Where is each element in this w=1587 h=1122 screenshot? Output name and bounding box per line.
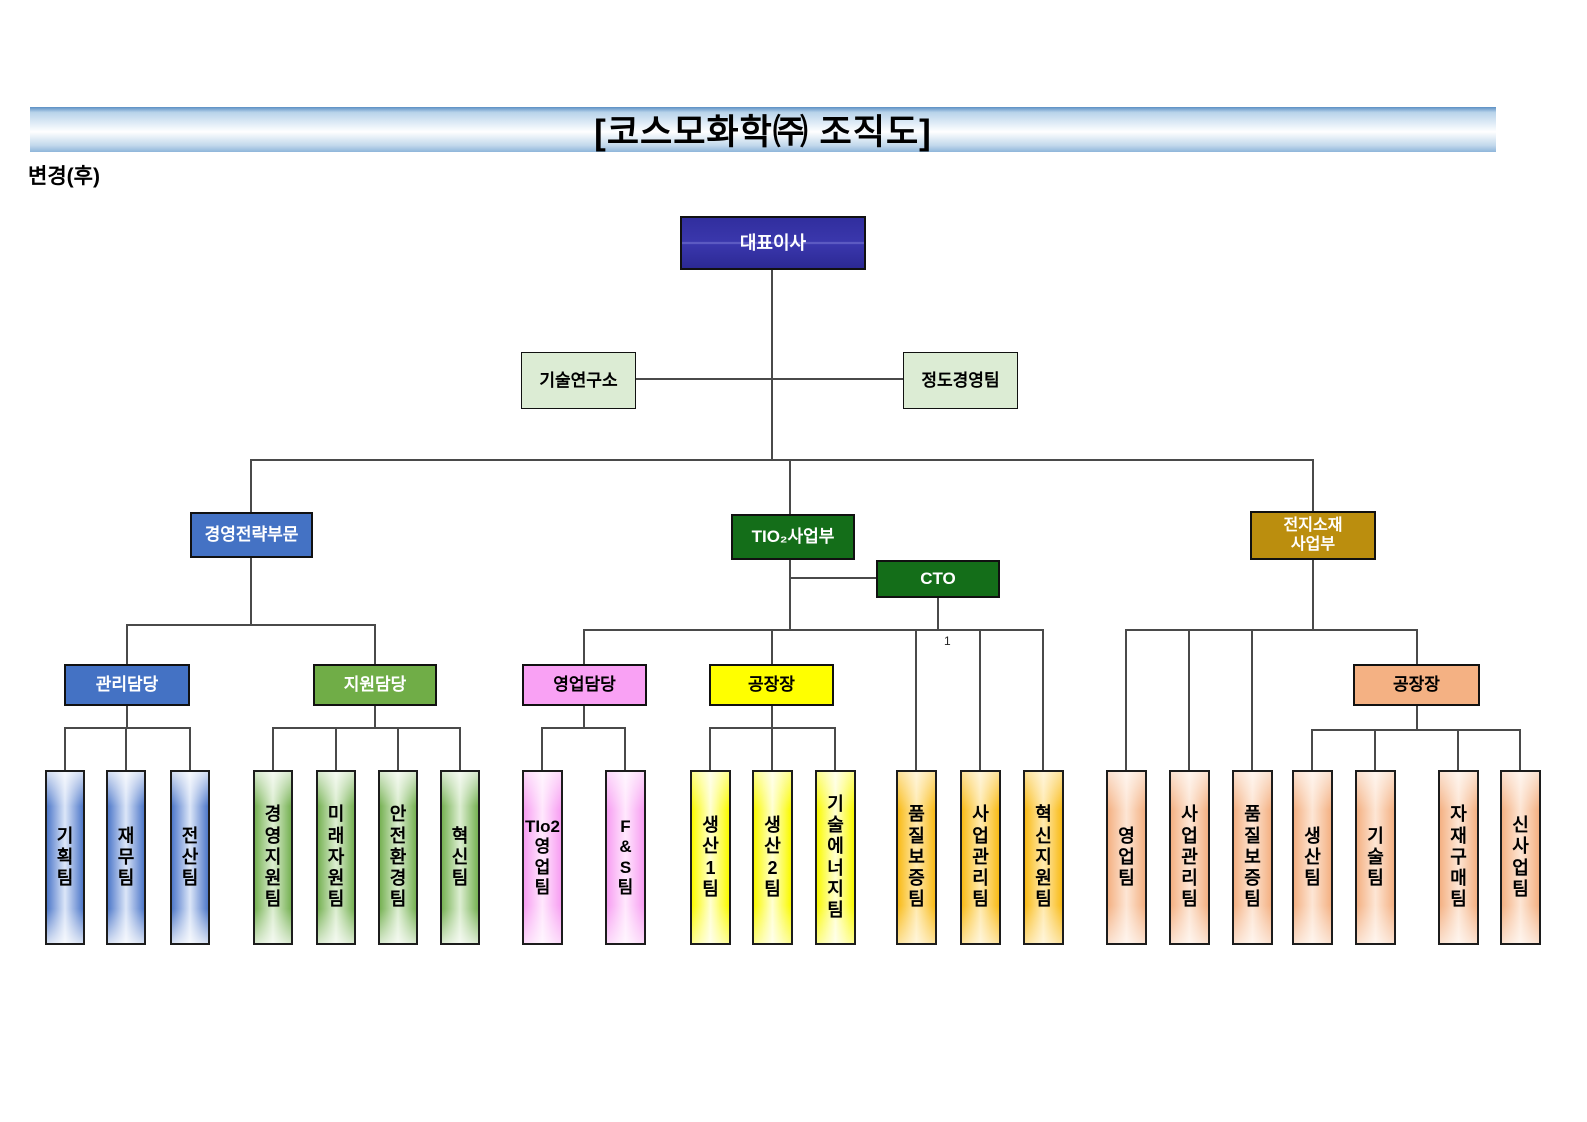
connector-line bbox=[1251, 629, 1253, 770]
team-battery-business-mgmt: 사 업 관 리 팀 bbox=[1169, 770, 1210, 945]
connector-line bbox=[126, 624, 128, 664]
connector-line bbox=[1374, 729, 1376, 770]
connector-line bbox=[583, 629, 585, 664]
team-battery-sales: 영 업 팀 bbox=[1106, 770, 1147, 945]
team-battery-quality: 품 질 보 증 팀 bbox=[1232, 770, 1273, 945]
connector-line bbox=[636, 378, 903, 380]
team-f-and-s: F & S 팀 bbox=[605, 770, 646, 945]
team-tech-energy: 기 술 에 너 지 팀 bbox=[815, 770, 856, 945]
node-integrity-mgmt-team: 정도경영팀 bbox=[903, 352, 1018, 409]
connector-line bbox=[771, 727, 773, 770]
connector-line bbox=[1311, 729, 1313, 770]
connector-line bbox=[250, 558, 252, 625]
connector-line bbox=[583, 629, 1044, 631]
connector-line bbox=[1125, 629, 1127, 770]
connector-line bbox=[979, 629, 981, 770]
team-business-mgmt: 사 업 관 리 팀 bbox=[960, 770, 1001, 945]
connector-line bbox=[789, 560, 791, 630]
team-production-1: 생 산 1 팀 bbox=[690, 770, 731, 945]
connector-line bbox=[1042, 629, 1044, 770]
connector-line bbox=[125, 727, 127, 770]
connector-line bbox=[459, 727, 461, 770]
node-tech-research-center: 기술연구소 bbox=[521, 352, 636, 409]
node-tio2-division: TIO₂사업부 bbox=[731, 514, 855, 560]
connector-line bbox=[374, 624, 376, 664]
connector-line bbox=[397, 727, 399, 770]
connector-line bbox=[1125, 629, 1418, 631]
connector-line bbox=[1311, 729, 1521, 731]
connector-line bbox=[126, 624, 376, 626]
node-support-head: 지원담당 bbox=[313, 664, 437, 706]
team-battery-production: 생 산 팀 bbox=[1292, 770, 1333, 945]
page-title: [코스모화학㈜ 조직도] bbox=[594, 113, 932, 152]
team-innovation: 혁 신 팀 bbox=[440, 770, 480, 945]
connector-line bbox=[771, 270, 773, 460]
connector-line bbox=[834, 727, 836, 770]
connector-line bbox=[789, 459, 791, 514]
connector-line bbox=[915, 629, 917, 770]
connector-line bbox=[1312, 459, 1314, 512]
team-quality-assurance: 품 질 보 증 팀 bbox=[896, 770, 937, 945]
team-planning: 기 획 팀 bbox=[45, 770, 85, 945]
connector-line bbox=[335, 727, 337, 770]
team-it: 전 산 팀 bbox=[170, 770, 210, 945]
node-admin-head: 관리담당 bbox=[64, 664, 190, 706]
team-materials-purchasing: 자 재 구 매 팀 bbox=[1438, 770, 1479, 945]
team-production-2: 생 산 2 팀 bbox=[752, 770, 793, 945]
connector-line bbox=[1312, 560, 1314, 630]
team-new-business: 신 사 업 팀 bbox=[1500, 770, 1541, 945]
team-future-resources: 미 래 자 원 팀 bbox=[316, 770, 356, 945]
connector-line bbox=[64, 727, 191, 729]
connector-line bbox=[624, 727, 626, 770]
team-innovation-support: 혁 신 지 원 팀 bbox=[1023, 770, 1064, 945]
connector-line bbox=[374, 706, 376, 728]
title-banner: [코스모화학㈜ 조직도] bbox=[30, 107, 1496, 152]
node-tio2-plant-manager: 공장장 bbox=[709, 664, 834, 706]
connector-line bbox=[1188, 629, 1190, 770]
team-finance: 재 무 팀 bbox=[106, 770, 146, 945]
connector-line bbox=[1519, 729, 1521, 770]
team-battery-tech: 기 술 팀 bbox=[1355, 770, 1396, 945]
connector-line bbox=[1457, 729, 1459, 770]
node-cto: CTO bbox=[876, 560, 1000, 598]
connector-line bbox=[189, 727, 191, 770]
node-battery-plant-manager: 공장장 bbox=[1353, 664, 1480, 706]
connector-line bbox=[771, 706, 773, 728]
team-tio2-sales: TIo2 영 업 팀 bbox=[522, 770, 563, 945]
revision-label: 변경(후) bbox=[28, 165, 100, 188]
connector-line bbox=[583, 706, 585, 728]
connector-line bbox=[250, 459, 252, 512]
connector-line bbox=[1416, 706, 1418, 730]
connector-line bbox=[541, 727, 626, 729]
connector-line bbox=[272, 727, 461, 729]
node-battery-division: 전지소재 사업부 bbox=[1250, 511, 1376, 560]
connector-line bbox=[250, 459, 1314, 461]
connector-line bbox=[541, 727, 543, 770]
connector-line bbox=[771, 629, 773, 664]
team-mgmt-support: 경 영 지 원 팀 bbox=[253, 770, 293, 945]
connector-line bbox=[709, 727, 711, 770]
connector-line bbox=[937, 597, 939, 630]
connector-line bbox=[272, 727, 274, 770]
team-safety-environment: 안 전 환 경 팀 bbox=[378, 770, 418, 945]
node-sales-head: 영업담당 bbox=[522, 664, 647, 706]
connector-line bbox=[126, 706, 128, 728]
connector-line bbox=[1416, 629, 1418, 664]
node-strategy-division: 경영전략부문 bbox=[190, 512, 313, 558]
connector-line bbox=[789, 577, 876, 579]
annotation-1: 1 bbox=[944, 634, 951, 648]
connector-line bbox=[64, 727, 66, 770]
node-ceo: 대표이사 bbox=[680, 216, 866, 270]
